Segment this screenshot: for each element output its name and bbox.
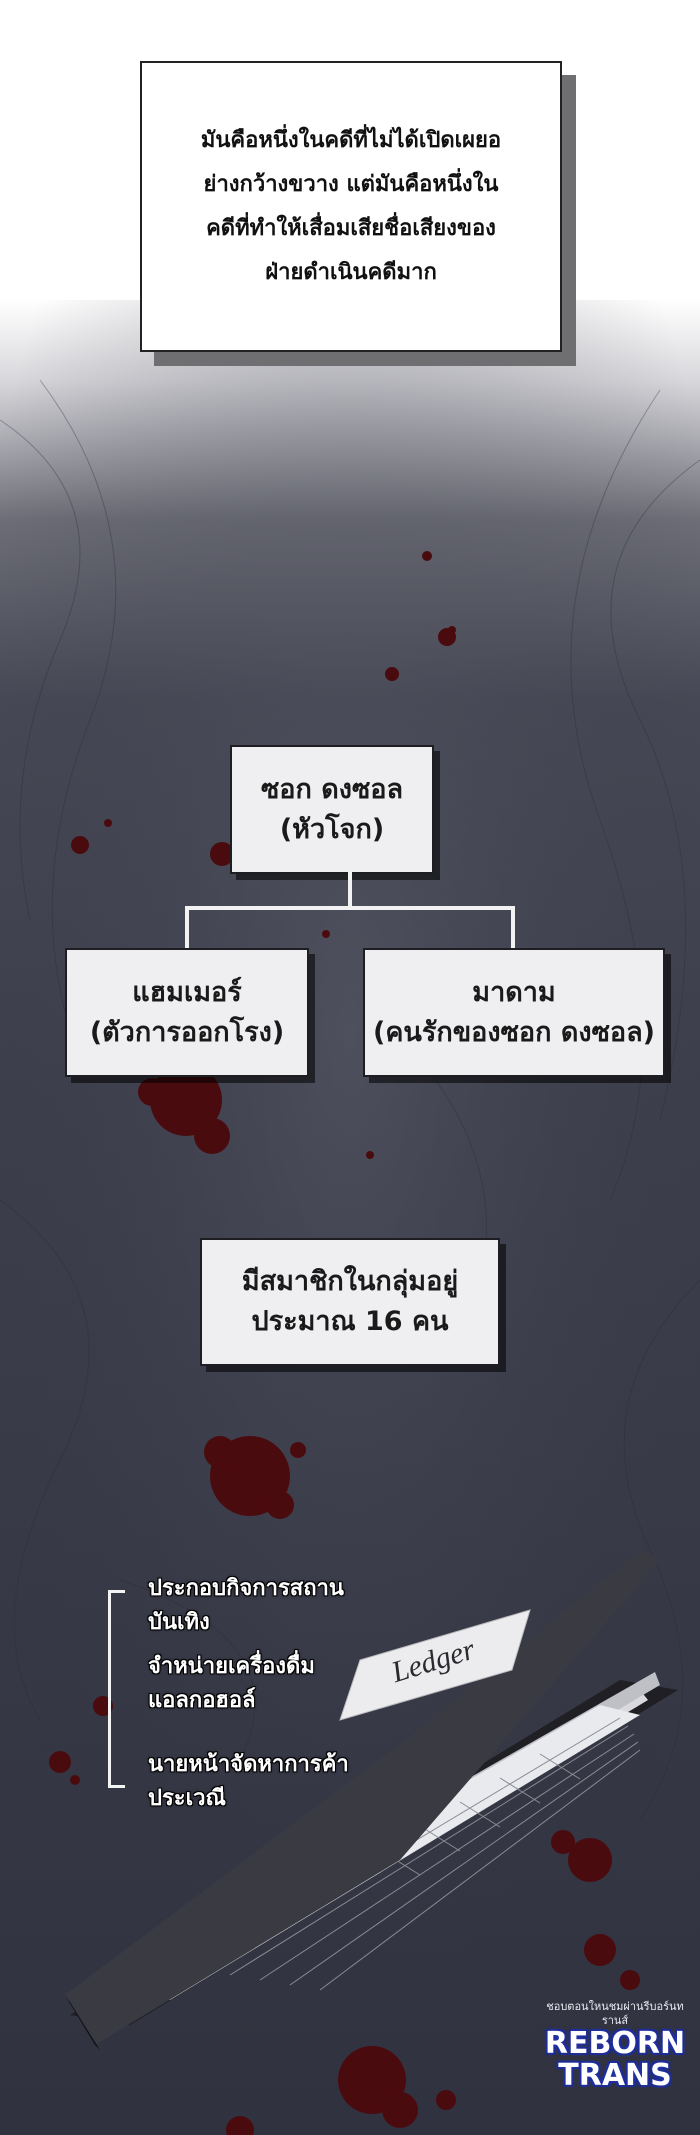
caption-line-3: คดีที่ทำให้เสื่อมเสียชื่อเสียงของ (206, 215, 496, 241)
caption-line-4: ฝ่ายดำเนินคดีมาก (265, 259, 437, 285)
business-item-1-line-2: บันเทิง (148, 1610, 210, 1635)
ledger-book-illustration: Ledger (65, 1550, 678, 2050)
right-member-name: มาดาม (472, 976, 556, 1008)
business-item-alcohol: จำหน่ายเครื่องดื่ม แอลกอฮอล์ (148, 1650, 315, 1718)
business-item-prostitution: นายหน้าจัดหาการค้า ประเวณี (148, 1748, 349, 1816)
blood-drops (49, 551, 640, 2135)
business-item-2-line-2: แอลกอฮอล์ (148, 1688, 256, 1713)
business-item-2-line-1: จำหน่ายเครื่องดื่ม (148, 1654, 315, 1679)
boss-role: (หัวโจก) (279, 813, 385, 845)
watermark-line-2: TRANS (558, 2058, 672, 2093)
watermark-small-text: ชอบตอนใหนชมผ่านรีบอร์นทรานส์ (546, 2000, 684, 2027)
org-chart-boss-box: ซอก ดงซอล (หัวโจก) (230, 745, 434, 874)
list-bracket (108, 1590, 125, 1788)
member-count-line-1: มีสมาชิกในกลุ่มอยู่ (241, 1266, 459, 1297)
caption-line-2: ย่างกว้างขวาง แต่มันคือหนึ่งใน (203, 171, 499, 197)
org-chart-connector-horizontal (185, 906, 515, 910)
ledger-cover (65, 1550, 660, 2045)
ledger-label-plate (339, 1609, 531, 1721)
member-count-box: มีสมาชิกในกลุ่มอยู่ ประมาณ 16 คน (200, 1238, 500, 1366)
caption-line-1: มันคือหนึ่งในคดีที่ไม่ได้เปิดเผยอ (200, 127, 502, 153)
org-chart-right-box: มาดาม (คนรักของซอก ดงซอล) (363, 948, 665, 1077)
org-chart-connector-left (185, 906, 189, 948)
right-member-role: (คนรักของซอก ดงซอล) (373, 1016, 655, 1048)
business-item-3-line-1: นายหน้าจัดหาการค้า (148, 1752, 349, 1777)
narration-caption-box: มันคือหนึ่งในคดีที่ไม่ได้เปิดเผยอ ย่างกว… (140, 61, 562, 352)
watermark-line-1: REBORN (544, 2026, 686, 2061)
org-chart-connector-vertical (348, 872, 352, 908)
left-member-role: (ตัวการออกโรง) (89, 1016, 285, 1048)
org-chart-connector-right (511, 906, 515, 948)
boss-name: ซอก ดงซอล (260, 773, 404, 805)
narration-text: มันคือหนึ่งในคดีที่ไม่ได้เปิดเผยอ ย่างกว… (201, 119, 501, 295)
member-count-line-2: ประมาณ 16 คน (251, 1306, 449, 1337)
business-item-entertainment: ประกอบกิจการสถาน บันเทิง (148, 1572, 344, 1640)
business-item-1-line-1: ประกอบกิจการสถาน (148, 1576, 344, 1601)
org-chart-left-box: แฮมเมอร์ (ตัวการออกโรง) (65, 948, 309, 1077)
left-member-name: แฮมเมอร์ (132, 976, 242, 1008)
reborn-trans-watermark-logo: ชอบตอนใหนชมผ่านรีบอร์นทรานส์ REBORN TRAN… (540, 2000, 690, 2120)
business-item-3-line-2: ประเวณี (148, 1786, 226, 1811)
